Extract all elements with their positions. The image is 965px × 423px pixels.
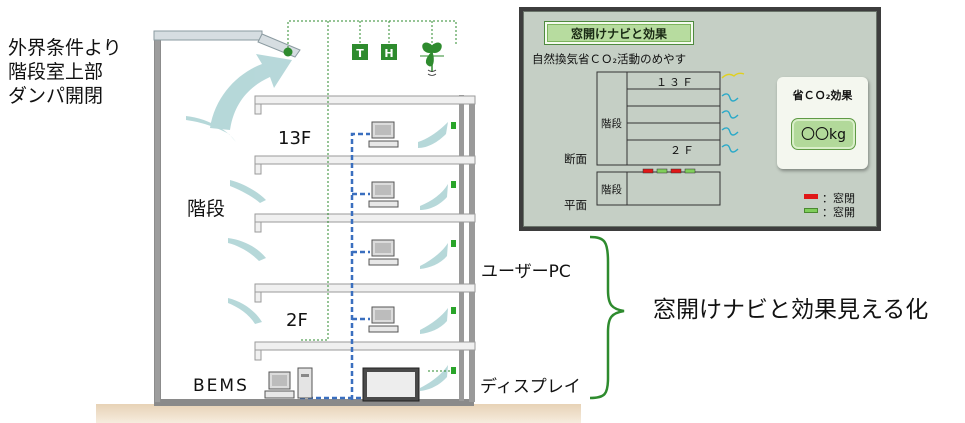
left-caption-line-3: ダンパ開閉 bbox=[8, 85, 104, 107]
co2-effect-value: 〇〇kg bbox=[791, 118, 856, 150]
humidity-sensor bbox=[381, 44, 397, 60]
bems-computer bbox=[264, 367, 313, 399]
user-pcs bbox=[368, 121, 399, 333]
navi-section-diagram bbox=[596, 71, 745, 206]
bems-label: BEMS bbox=[193, 376, 249, 396]
damper bbox=[257, 33, 301, 58]
damper-actuator bbox=[283, 47, 293, 57]
wind-sensor-icon bbox=[420, 42, 444, 72]
sensor-network bbox=[287, 20, 457, 372]
left-caption: 外界条件より 階段室上部 ダンパ開閉 bbox=[8, 36, 122, 108]
floor-label-13f: 13F bbox=[278, 128, 312, 149]
navi-window-status bbox=[642, 168, 696, 174]
navi-title-tab[interactable]: 窓開けナビと効果 bbox=[544, 21, 694, 45]
display-label: ディスプレイ bbox=[480, 377, 581, 397]
navi-title: 窓開けナビと効果 bbox=[547, 24, 691, 42]
co2-effect-box: 省ＣＯ₂効果 〇〇kg bbox=[777, 77, 868, 169]
navi-floor-13f: １３Ｆ bbox=[656, 76, 695, 89]
navi-display-panel: 窓開けナビと効果 自然換気省ＣＯ₂活動のめやす bbox=[519, 7, 881, 231]
co2-effect-label: 省ＣＯ₂効果 bbox=[792, 89, 853, 102]
legend-label-closed: ：窓閉 bbox=[822, 192, 855, 205]
ground bbox=[96, 404, 581, 423]
navi-stair-label-plan: 階段 bbox=[601, 184, 622, 196]
user-pc-label: ユーザーPC bbox=[481, 262, 571, 282]
navi-section-label: 断面 bbox=[564, 152, 587, 166]
left-caption-line-1: 外界条件より bbox=[8, 37, 122, 59]
inner-wall bbox=[459, 95, 464, 401]
humidity-sensor-label: H bbox=[384, 47, 393, 60]
brace-caption: 窓開けナビと効果見える化 bbox=[653, 297, 929, 323]
navi-subtitle: 自然換気省ＣＯ₂活動のめやす bbox=[532, 52, 687, 66]
stair-label: 階段 bbox=[187, 198, 226, 220]
legend-label-open: ：窓開 bbox=[822, 206, 855, 219]
window-markers bbox=[451, 122, 456, 374]
display-monitor bbox=[362, 367, 420, 402]
navi-air-arrows bbox=[721, 72, 745, 153]
legend-swatch-open bbox=[804, 208, 818, 213]
temperature-sensor bbox=[352, 44, 368, 60]
temperature-sensor-label: T bbox=[356, 47, 364, 60]
pc-network bbox=[300, 132, 376, 400]
left-caption-line-2: 階段室上部 bbox=[8, 61, 104, 83]
curly-brace bbox=[589, 235, 625, 400]
legend-swatch-closed bbox=[804, 194, 818, 199]
air-flow bbox=[186, 54, 448, 391]
navi-plan-label: 平面 bbox=[564, 198, 587, 212]
floor-label-2f: 2F bbox=[286, 310, 308, 331]
floor-slabs bbox=[254, 95, 476, 361]
right-wall bbox=[469, 98, 475, 402]
navi-screen: 窓開けナビと効果 自然換気省ＣＯ₂活動のめやす bbox=[523, 11, 877, 227]
navi-stair-label-section: 階段 bbox=[601, 118, 622, 130]
navi-floor-2f: ２Ｆ bbox=[670, 144, 696, 157]
